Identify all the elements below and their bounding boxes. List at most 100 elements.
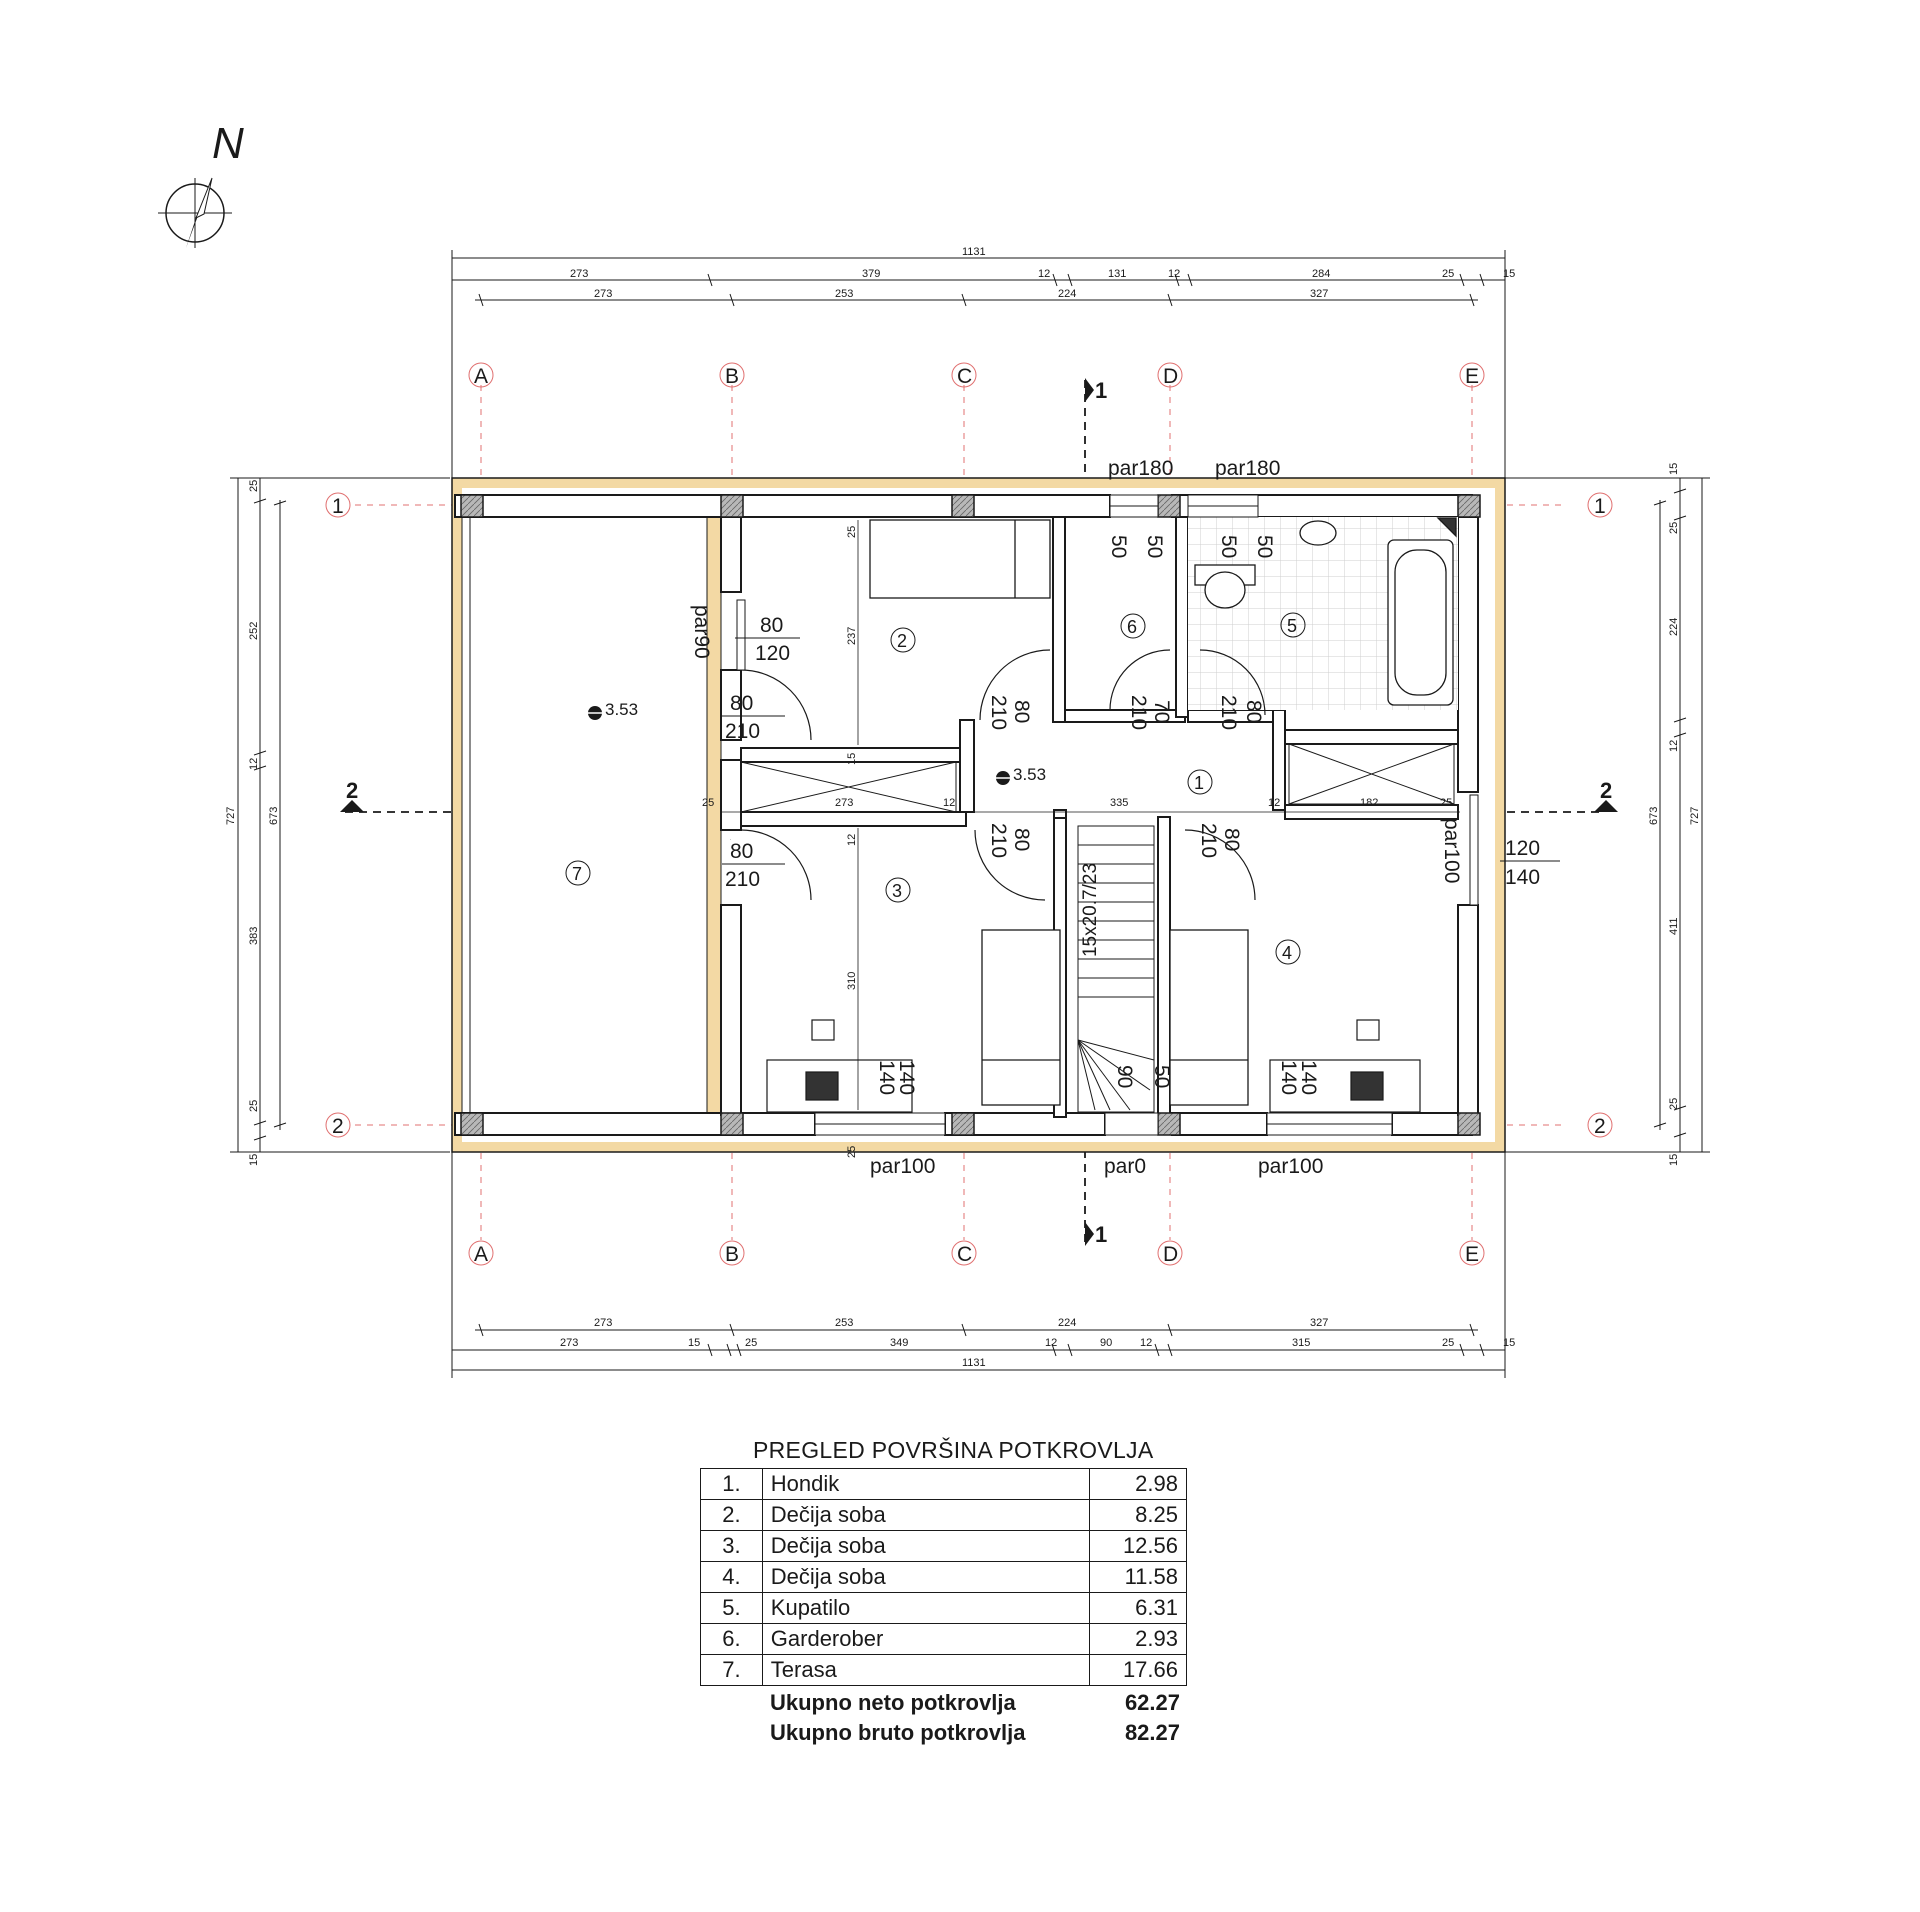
north-label: N xyxy=(212,119,244,168)
door-room5-w: 80 xyxy=(1242,700,1265,723)
bottom-dim-349: 349 xyxy=(890,1337,908,1349)
grid-labels-top: A B C D E xyxy=(468,362,1485,388)
right-dim-224: 224 xyxy=(1668,618,1680,636)
door-room2-h: 210 xyxy=(987,695,1010,730)
bottom-dim-315: 315 xyxy=(1292,1337,1310,1349)
left-dim-383: 383 xyxy=(248,927,260,945)
door-room3-h: 210 xyxy=(987,823,1010,858)
parapet-bottom-3: par100 xyxy=(1258,1155,1323,1178)
right-dimensions xyxy=(1505,477,1710,1153)
wardrobes xyxy=(740,743,1455,813)
wardrobe-label-2: 50 xyxy=(1143,535,1166,558)
top-dimensions xyxy=(451,250,1506,505)
stair-door-w: 90 xyxy=(1113,1065,1136,1088)
inner-dim-12c: 12 xyxy=(943,797,955,809)
bottom-dim-15b: 15 xyxy=(1503,1337,1515,1349)
bottom-dim-224: 224 xyxy=(1058,1317,1076,1329)
left-dim-727: 727 xyxy=(225,807,237,825)
grid-row-1-right: 1 xyxy=(1594,495,1606,518)
room-number-2: 2 xyxy=(897,631,907,651)
right-dim-25b: 25 xyxy=(1668,1098,1680,1110)
grid-col-c-top: C xyxy=(957,365,972,388)
window-right-w: 120 xyxy=(1505,837,1540,860)
inner-dim-273: 273 xyxy=(835,797,853,809)
parapet-bottom-2: par0 xyxy=(1104,1155,1146,1178)
grid-col-b-bottom: B xyxy=(725,1243,739,1266)
elevation-hall: 3.53 xyxy=(1013,765,1046,784)
door-terrace-2-w: 80 xyxy=(730,840,753,863)
wardrobe-labels: 50 50 50 50 90 50 15x20.7/23 xyxy=(1080,535,1276,1088)
bottom-dim-90: 90 xyxy=(1100,1337,1112,1349)
bottom-dim-12b: 12 xyxy=(1140,1337,1152,1349)
gross-total-value: 82.27 xyxy=(1124,1720,1180,1745)
stairs xyxy=(1077,825,1155,1113)
door-room6-h: 210 xyxy=(1127,695,1150,730)
bottom-dim-327: 327 xyxy=(1310,1317,1328,1329)
door-terrace-3-w: 80 xyxy=(730,839,732,841)
inner-dim-335: 335 xyxy=(1110,797,1128,809)
inner-dim-25c: 25 xyxy=(1440,797,1452,809)
door-terrace-1-h: 210 xyxy=(725,720,760,743)
inner-dim-25d: 25 xyxy=(702,797,714,809)
right-dim-411: 411 xyxy=(1668,917,1680,935)
inner-dim-12b: 12 xyxy=(1268,797,1280,809)
right-dim-25: 25 xyxy=(1668,522,1680,534)
top-dim-253: 253 xyxy=(835,288,853,300)
bottom-dim-12a: 12 xyxy=(1045,1337,1057,1349)
grid-col-c-bottom: C xyxy=(957,1243,972,1266)
inner-dim-182: 182 xyxy=(1360,797,1378,809)
left-dimensions xyxy=(230,477,450,1153)
inner-dim-237: 237 xyxy=(846,627,858,645)
stair-door-h: 50 xyxy=(1150,1065,1173,1088)
elevation-markers: 3.53 3.53 xyxy=(585,700,1046,785)
section-markers: 1 1 2 2 xyxy=(340,378,1618,1247)
door-terrace-1-w: 80 xyxy=(730,692,753,715)
top-dim-25: 25 xyxy=(1442,268,1454,280)
window-room3-h: 140 xyxy=(875,1060,898,1095)
right-dimension-labels: 673 15 25 224 12 411 25 15 727 xyxy=(1648,463,1701,1166)
top-dim-12a: 12 xyxy=(1038,268,1050,280)
room-number-1: 1 xyxy=(1194,773,1204,793)
windows xyxy=(736,494,1479,1136)
room-number-5: 5 xyxy=(1287,616,1297,636)
left-dim-12: 12 xyxy=(248,758,260,770)
grid-row-2-right: 2 xyxy=(1594,1115,1606,1138)
door-room4-h: 210 xyxy=(1197,823,1220,858)
bottom-dim-25b: 25 xyxy=(1442,1337,1454,1349)
window-left-w: 80 xyxy=(760,614,783,637)
grid-col-a-top: A xyxy=(474,365,488,388)
gross-total-label: Ukupno bruto potkrovlja xyxy=(770,1720,1026,1745)
inner-dim-25a: 25 xyxy=(846,526,858,538)
net-total-label: Ukupno neto potkrovlja xyxy=(770,1690,1016,1715)
grid-col-e-bottom: E xyxy=(1465,1243,1479,1266)
door-room3-w: 80 xyxy=(1010,828,1033,851)
desks xyxy=(766,1019,1421,1113)
interior-dimension-labels: 25 237 15 273 12 310 25 335 12 182 25 25… xyxy=(702,526,1452,1158)
room-number-6: 6 xyxy=(1127,617,1137,637)
right-dim-15b: 15 xyxy=(1668,1154,1680,1166)
door-room6-w: 70 xyxy=(1150,700,1173,723)
top-dim-overall: 1131 xyxy=(962,246,986,258)
net-total-value: 62.27 xyxy=(1124,1690,1180,1715)
room-number-3: 3 xyxy=(892,881,902,901)
top-dim-15: 15 xyxy=(1503,268,1515,280)
area-table-title: PREGLED POVRŠINA POTKROVLJA xyxy=(753,1437,1154,1463)
left-dim-15: 15 xyxy=(248,1154,260,1166)
grid-row-labels: 1 2 1 2 xyxy=(325,492,1613,1138)
section-1-top: 1 xyxy=(1095,378,1107,403)
top-dim-224: 224 xyxy=(1058,288,1076,300)
grid-row-2-left: 2 xyxy=(332,1115,344,1138)
left-dim-252: 252 xyxy=(248,622,260,640)
beds xyxy=(869,519,1249,1106)
grid-col-d-bottom: D xyxy=(1163,1243,1178,1266)
stairs-label: 15x20.7/23 xyxy=(1080,863,1101,957)
room-number-7: 7 xyxy=(572,864,582,884)
top-dim-12b: 12 xyxy=(1168,268,1180,280)
